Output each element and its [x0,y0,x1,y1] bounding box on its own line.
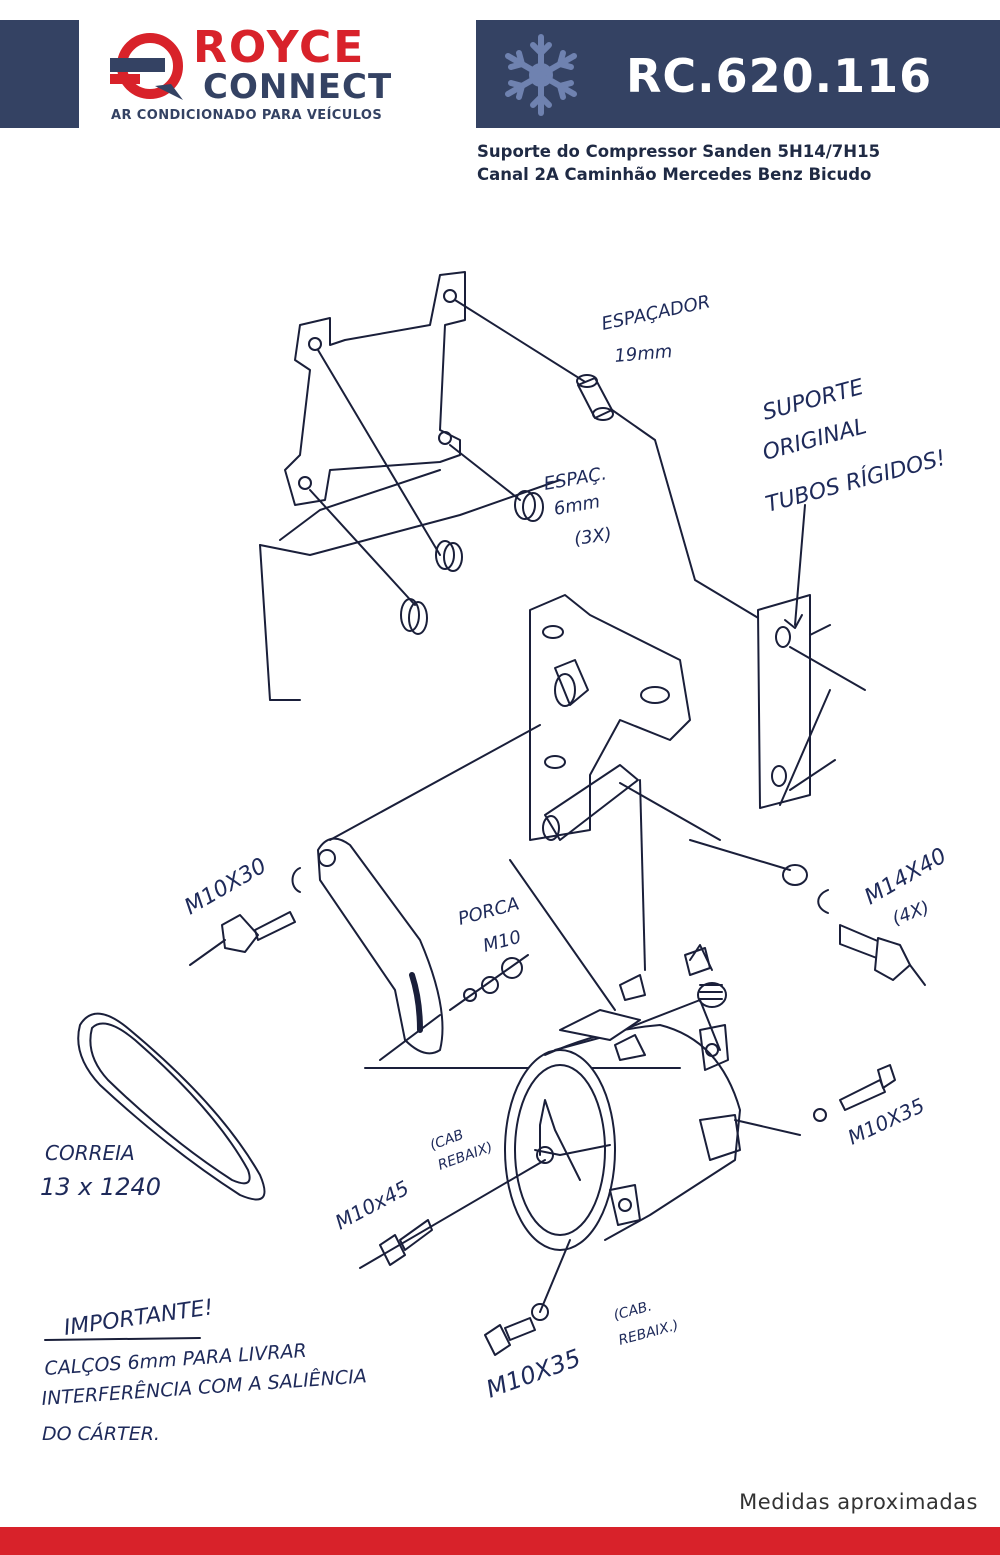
label-espac6-qty: (3X) [573,524,613,550]
logo-royce-text: ROYCE [193,22,366,73]
bolt-m10x45 [359,1159,546,1269]
original-support-plate [757,594,811,809]
label-espac6-size: 6mm [552,491,601,520]
label-porca-2: M10 [481,927,524,957]
spacer-6mm-1 [514,490,544,522]
logo-tagline: AR CONDICIONADO PARA VEÍCULOS [111,108,383,123]
label-m10x35-right: M10X35 [844,1093,928,1149]
label-cab-2b: REBAIX.) [617,1318,680,1349]
footer-bar [0,1527,1000,1555]
spacer-6mm-2 [435,540,463,572]
label-m14x40: M14X40 [861,844,951,911]
label-espacador: ESPAÇADOR [600,291,712,335]
spacer-6mm-3 [400,598,428,635]
label-importante: IMPORTANTE! [62,1295,214,1341]
label-correia-1: CORREIA [45,1141,135,1165]
bolt-m10x30 [189,867,301,966]
header-left-block [0,20,79,128]
label-correia-2: 13 x 1240 [40,1173,161,1201]
footer-note: Medidas aproximadas [739,1490,978,1514]
exploded-view-drawing: ESPAÇADOR 19mm ESPAÇ. 6mm (3X) SUPORTE O… [40,271,951,1445]
spacer-19mm [576,374,614,421]
bolt-m10x35-right [734,1064,896,1136]
nut-m10 [449,954,529,1011]
product-code: RC.620.116 [626,49,933,103]
logo-connect-text: CONNECT [203,67,393,107]
label-espac6: ESPAÇ. [542,463,608,495]
product-description: Suporte do Compressor Sanden 5H14/7H15 C… [477,140,880,186]
logo-mark-icon [110,33,183,100]
label-espacador-size: 19mm [614,341,674,367]
label-cab-2: (CAB. [612,1298,654,1324]
label-m14x40-qty: (4X) [890,897,933,930]
engine-bracket-outline [284,271,466,506]
note-line-3: DO CÁRTER. [42,1422,160,1445]
label-m10x45: M10x45 [331,1176,413,1235]
bolt-m14x40 [782,864,926,986]
brand-logo: ROYCE CONNECT AR CONDICIONADO PARA VEÍCU… [105,24,465,124]
compressor [504,779,741,1251]
description-line-1: Suporte do Compressor Sanden 5H14/7H15 [477,142,881,161]
label-m10x30: M10X30 [181,854,271,921]
snowflake-icon [505,34,577,116]
main-bracket-plate [529,594,691,841]
bolt-m10x35-bottom [484,1239,571,1356]
arm-bracket [317,837,444,1055]
belt-13x1240 [77,1012,266,1201]
header-right-block: RC.620.116 [476,20,1000,128]
description-line-2: Canal 2A Caminhão Mercedes Benz Bicudo [477,165,872,184]
label-porca-1: PORCA [456,893,522,929]
